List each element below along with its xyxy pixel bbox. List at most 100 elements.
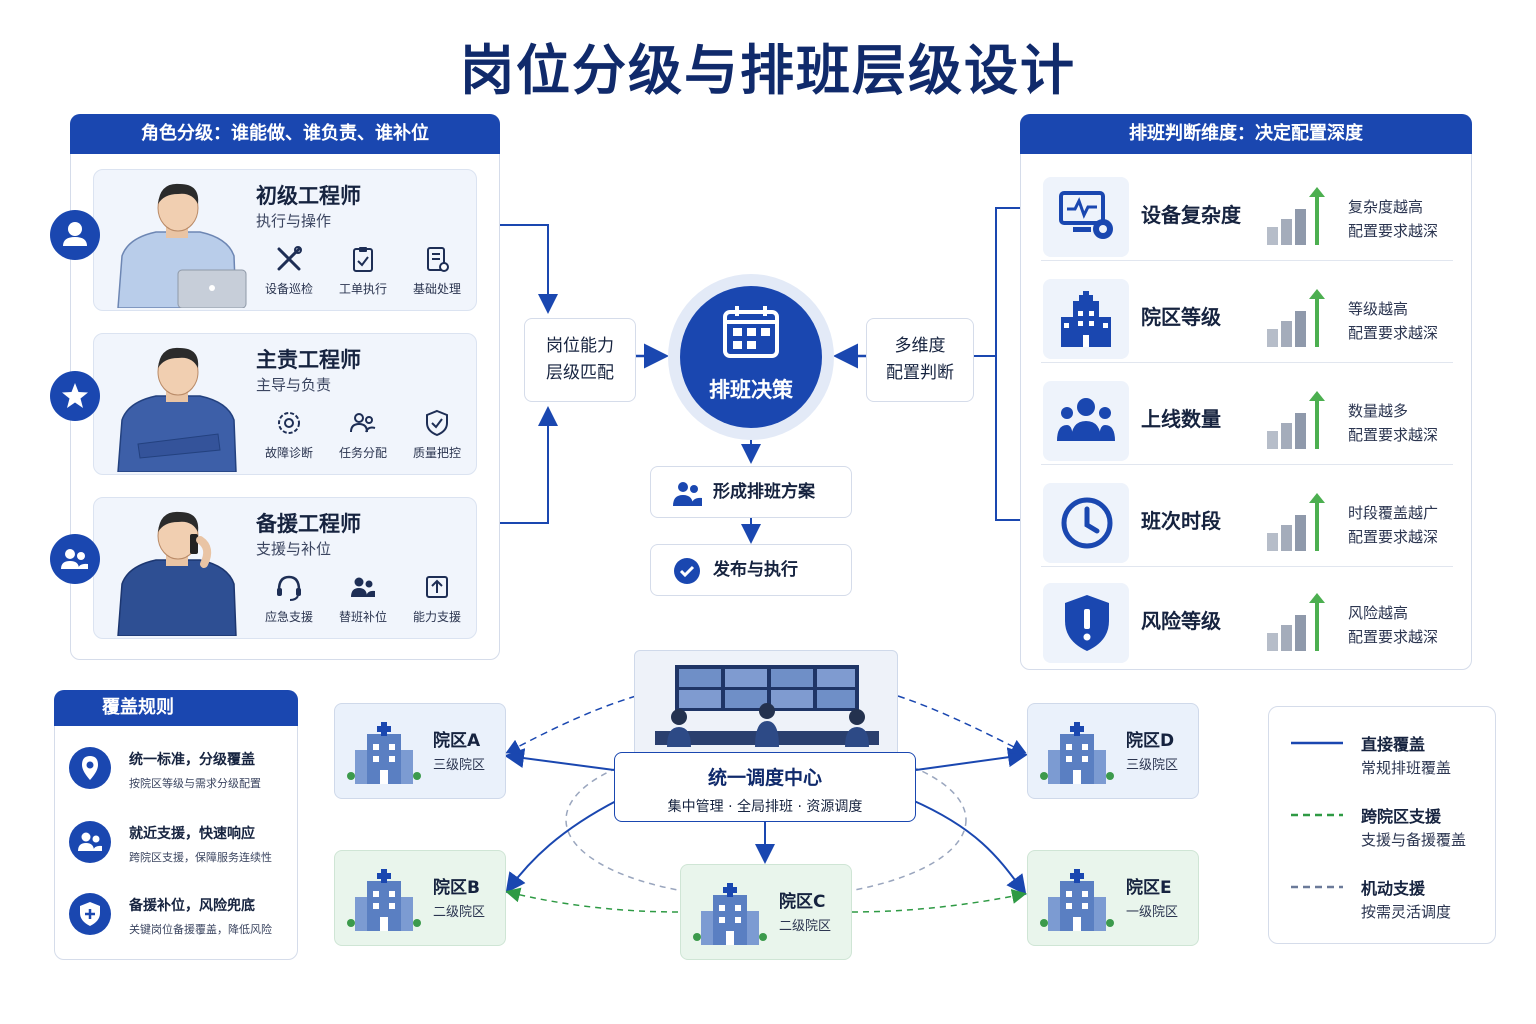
roles-panel-header: 角色分级：谁能做、谁负责、谁补位 [70, 114, 500, 154]
role-card-backup[interactable]: 备援工程师 支援与补位 应急支援 替班补位 能力支援 [93, 497, 477, 639]
dimension-note: 数量越多 配置要求越深 [1348, 399, 1438, 447]
dimension-note: 复杂度越高 配置要求越深 [1348, 195, 1438, 243]
dimension-row-complexity[interactable]: 设备复杂度 复杂度越高 配置要求越深 [1041, 169, 1453, 261]
form-plan-label: 形成排班方案 [713, 482, 815, 502]
dimension-row-campus-level[interactable]: 院区等级 等级越高 配置要求越深 [1041, 271, 1453, 363]
multi-dimension-box[interactable]: 多维度 配置判断 [866, 318, 974, 402]
duty-label: 能力支援 [412, 610, 461, 624]
coverage-item[interactable]: 就近支援，快速响应 跨院区支援，保障服务连续性 [69, 821, 309, 883]
dimension-note-line1: 风险越高 [1348, 604, 1409, 622]
campus-name: 院区D [1126, 731, 1175, 751]
dispatch-subtitle: 集中管理 · 全局排班 · 资源调度 [667, 799, 863, 815]
campus-level: 一级院区 [1126, 905, 1179, 920]
shield-icon [1065, 595, 1109, 651]
campus-card-a[interactable]: 院区A 三级院区 [334, 703, 506, 799]
dimension-note: 时段覆盖越广 配置要求越深 [1348, 501, 1438, 549]
duty-item[interactable]: 应急支援 [252, 572, 326, 632]
duty-item[interactable]: 工单执行 [326, 244, 400, 304]
role-card-lead[interactable]: 主责工程师 主导与负责 故障诊断 任务分配 质量把控 [93, 333, 477, 475]
ability-match-line1: 岗位能力 [546, 336, 614, 356]
rising-bars-icon [1267, 593, 1325, 651]
coverage-icon-circle [69, 821, 111, 863]
ability-match-box[interactable]: 岗位能力 层级匹配 [524, 318, 636, 402]
dimension-name: 风险等级 [1141, 609, 1221, 633]
dimension-note: 风险越高 配置要求越深 [1348, 601, 1438, 649]
dimension-name: 上线数量 [1141, 407, 1221, 431]
campus-name: 院区A [433, 731, 481, 751]
dimension-note-line1: 复杂度越高 [1348, 198, 1424, 216]
duty-item[interactable]: 基础处理 [400, 244, 474, 304]
coverage-panel-header: 覆盖规则 [54, 690, 298, 726]
duty-label: 故障诊断 [264, 446, 313, 460]
publish-box[interactable]: 发布与执行 [650, 544, 852, 596]
form-plan-box[interactable]: 形成排班方案 [650, 466, 852, 518]
upload-box-icon [426, 576, 448, 598]
role-subtitle: 支援与补位 [256, 540, 332, 558]
link-campus-d [915, 747, 1028, 771]
dimension-row-risk-level[interactable]: 风险等级 风险越高 配置要求越深 [1041, 575, 1453, 667]
decision-circle[interactable]: 排班决策 [680, 286, 822, 428]
publish-label: 发布与执行 [713, 560, 798, 580]
campus-level: 二级院区 [433, 905, 486, 920]
team-icon [351, 577, 375, 597]
hospital-building-icon [1040, 869, 1114, 931]
duty-label: 设备巡检 [264, 282, 313, 296]
duty-label: 工单执行 [338, 282, 387, 296]
hospital-building-icon [693, 883, 767, 945]
campus-name: 院区C [779, 892, 826, 912]
role-subtitle: 执行与操作 [256, 212, 332, 230]
dimension-icon-box [1043, 177, 1129, 257]
coverage-desc: 关键岗位备援覆盖，降低风险 [129, 923, 272, 936]
support-link-e [851, 889, 1027, 913]
roles-panel: 角色分级：谁能做、谁负责、谁补位 初级工程师 执行与操作 设备巡检 工单执行 基… [70, 114, 500, 660]
dimension-note-line2: 配置要求越深 [1348, 426, 1439, 444]
ability-match-line2: 层级匹配 [546, 363, 614, 383]
dimensions-panel-header: 排班判断维度：决定配置深度 [1020, 114, 1472, 154]
dimension-row-shift-period[interactable]: 班次时段 时段覆盖越广 配置要求越深 [1041, 475, 1453, 567]
role-badge-backup [50, 534, 100, 584]
multi-dimension-line2: 配置判断 [886, 363, 954, 383]
duty-label: 应急支援 [264, 610, 313, 624]
duty-item[interactable]: 能力支援 [400, 572, 474, 632]
campus-name: 院区E [1126, 878, 1172, 898]
dimension-note-line2: 配置要求越深 [1348, 324, 1439, 342]
legend-title: 直接覆盖 [1361, 735, 1426, 754]
connector-role-top [500, 224, 558, 314]
campus-name: 院区B [433, 878, 480, 898]
duty-item[interactable]: 替班补位 [326, 572, 400, 632]
page-title: 岗位分级与排班层级设计 [460, 39, 1076, 102]
rising-bars-icon [1267, 289, 1325, 347]
dimension-note-line2: 配置要求越深 [1348, 528, 1439, 546]
coverage-item[interactable]: 备援补位，风险兜底 关键岗位备援覆盖，降低风险 [69, 893, 309, 955]
dimension-name: 院区等级 [1141, 305, 1221, 329]
duty-item[interactable]: 质量把控 [400, 408, 474, 468]
campus-card-b[interactable]: 院区B 二级院区 [334, 850, 506, 946]
role-card-junior[interactable]: 初级工程师 执行与操作 设备巡检 工单执行 基础处理 [93, 169, 477, 311]
campus-card-d[interactable]: 院区D 三级院区 [1027, 703, 1199, 799]
shield-plus-icon [80, 902, 100, 926]
campus-level: 三级院区 [1126, 758, 1179, 773]
duty-label: 质量把控 [412, 446, 461, 460]
duty-label: 任务分配 [338, 446, 387, 460]
dispatch-center-box[interactable]: 统一调度中心 集中管理 · 全局排班 · 资源调度 [614, 752, 916, 822]
dimension-note-line1: 等级越高 [1348, 300, 1409, 318]
coverage-title: 备援补位，风险兜底 [129, 898, 255, 914]
gear-icon [278, 412, 300, 434]
legend-title: 跨院区支援 [1361, 807, 1442, 826]
duty-item[interactable]: 任务分配 [326, 408, 400, 468]
campus-card-e[interactable]: 院区E 一级院区 [1027, 850, 1199, 946]
legend-lines [1291, 741, 1343, 889]
hospital-icon [1061, 291, 1111, 347]
dimension-name: 设备复杂度 [1141, 203, 1241, 227]
duty-item[interactable]: 设备巡检 [252, 244, 326, 304]
duty-item[interactable]: 故障诊断 [252, 408, 326, 468]
role-badge-junior [50, 210, 100, 260]
role-name: 初级工程师 [256, 184, 361, 208]
coverage-item[interactable]: 统一标准，分级覆盖 按院区等级与需求分级配置 [69, 747, 309, 809]
coverage-title: 就近支援，快速响应 [129, 826, 255, 842]
duty-label: 基础处理 [412, 282, 461, 296]
campus-level: 三级院区 [433, 758, 486, 773]
campus-card-c[interactable]: 院区C 二级院区 [680, 864, 852, 960]
users-icon [350, 413, 376, 433]
dimension-row-online-count[interactable]: 上线数量 数量越多 配置要求越深 [1041, 373, 1453, 465]
